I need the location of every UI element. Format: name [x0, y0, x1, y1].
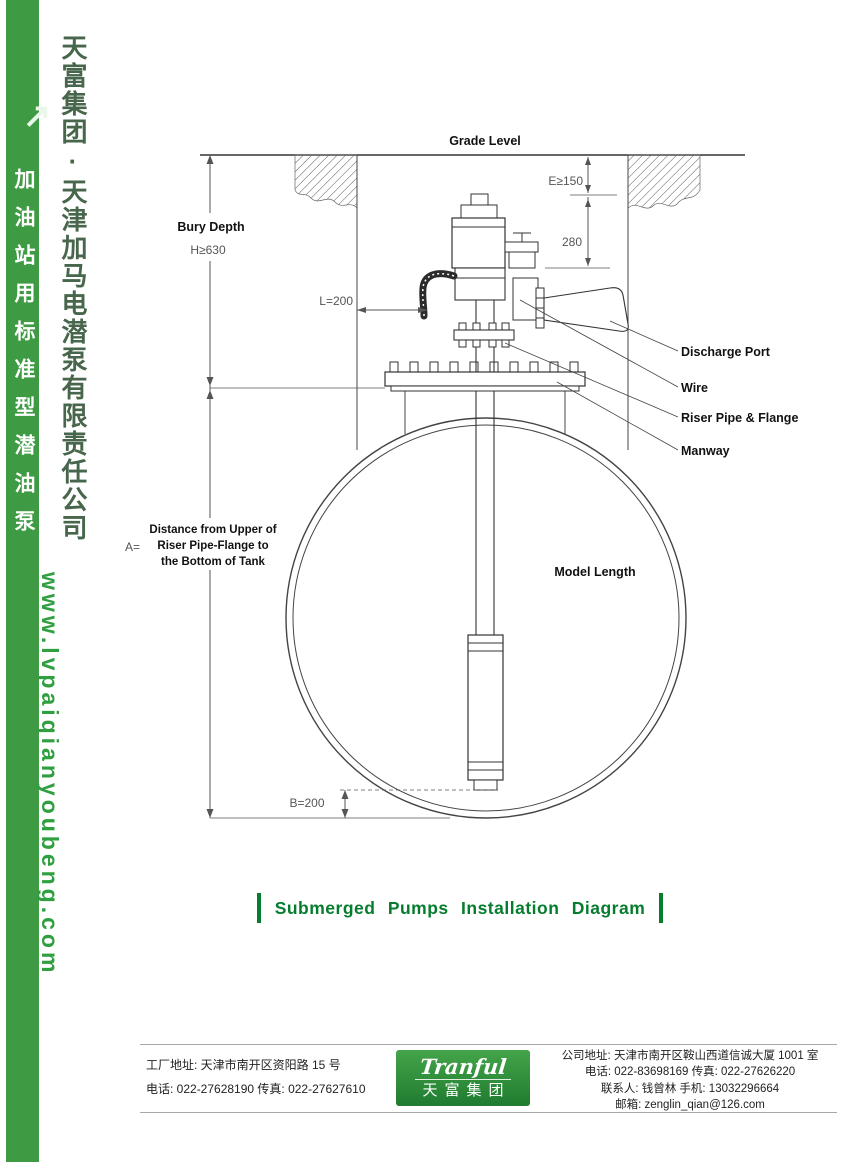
ground-hatch-left [294, 154, 358, 209]
manway-label: Manway [681, 444, 730, 458]
top-dimension-arrows [585, 199, 591, 266]
l-dimension-arrows [357, 307, 427, 313]
factory-contacts: 电话: 022-27628190 传真: 022-27627610 [146, 1082, 366, 1096]
sidebar-green-bar [6, 0, 39, 1162]
logo-english-name: Tranful [418, 1054, 508, 1079]
grade-level-label: Grade Level [449, 134, 521, 148]
contact-person: 联系人: 钱曾林 手机: 13032296664 [600, 1082, 780, 1095]
company-name-vertical: 天富集团·天津加马电潜泵有限责任公司 [58, 34, 88, 542]
left-dimension-line [209, 155, 450, 819]
website-vertical: www.lvpaiqianyoubeng.com [37, 572, 63, 977]
a-dimension-description: Distance from Upper of Riser Pipe-Flange… [149, 524, 276, 568]
svg-text:Distance from Upper of: Distance from Upper of [149, 524, 276, 536]
ground-hatch-right [627, 154, 701, 209]
a-dimension-prefix: A= [125, 540, 140, 554]
riser-pipe [475, 300, 495, 635]
diagram-title: Submerged Pumps Installation Diagram [274, 897, 646, 918]
e-dimension-arrows [585, 157, 591, 193]
footer-factory-info: 工厂地址: 天津市南开区资阳路 15 号 电话: 022-27628190 传真… [146, 1053, 391, 1101]
contact-email: 邮箱: zenglin_qian@126.com [615, 1098, 765, 1111]
riser-pipe-label: Riser Pipe & Flange [681, 411, 798, 425]
bury-depth-text-backing [180, 213, 242, 261]
manway-neck [404, 386, 566, 434]
product-name-vertical: 加油站用标准型潜油泵 [12, 168, 35, 548]
factory-address: 工厂地址: 天津市南开区资阳路 15 号 [146, 1058, 341, 1072]
model-length-label: Model Length [554, 565, 635, 579]
footer-top-rule [140, 1044, 837, 1045]
manway-flange [384, 361, 586, 392]
pump-body [467, 634, 504, 791]
callout-leader-lines [504, 299, 679, 451]
company-address: 公司地址: 天津市南开区鞍山西道信诚大厦 1001 室 [561, 1050, 819, 1062]
top-dimension-value: 280 [562, 235, 582, 249]
b-dimension-value: B=200 [289, 796, 324, 810]
footer-bottom-rule [140, 1112, 837, 1113]
discharge-port-label: Discharge Port [681, 345, 771, 359]
bury-depth-label: Bury Depth [177, 220, 244, 234]
title-right-bar [659, 893, 664, 923]
a-text-backing [161, 518, 267, 570]
arrow-logo-icon: ↗ [22, 97, 52, 135]
tank-circle [285, 417, 687, 819]
logo-chinese-name: 天富集团 [415, 1079, 511, 1101]
e-dimension-value: E≥150 [548, 174, 583, 188]
installation-diagram: Grade Level [125, 134, 798, 819]
tranful-logo: Tranful 天富集团 [396, 1050, 530, 1106]
l-dimension-value: L=200 [319, 294, 353, 308]
pump-head-assembly [451, 193, 629, 332]
wire-hose [419, 270, 458, 320]
company-contacts: 电话: 022-83698169 传真: 022-27626220 [584, 1066, 796, 1079]
diagram-title-row: Submerged Pumps Installation Diagram [230, 891, 690, 925]
svg-text:Riser Pipe-Flange to: Riser Pipe-Flange to [157, 540, 268, 552]
footer-company-info: 公司地址: 天津市南开区鞍山西道信诚大厦 1001 室 电话: 022-8369… [540, 1048, 840, 1113]
left-dimension-arrows [206, 155, 214, 818]
svg-text:the Bottom of Tank: the Bottom of Tank [161, 556, 266, 568]
title-left-bar [256, 893, 261, 923]
wire-label: Wire [681, 381, 708, 395]
h-dimension-value: H≥630 [190, 243, 226, 257]
pit-walls [356, 155, 629, 450]
b-dimension-arrows [341, 790, 349, 818]
top-dimension [545, 197, 610, 269]
